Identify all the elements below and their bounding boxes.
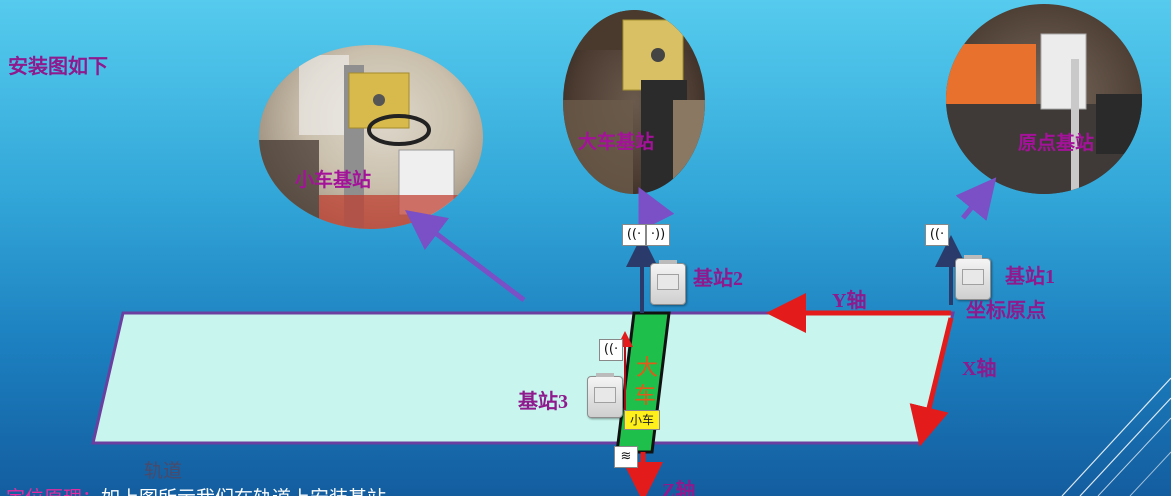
bottom-text-body: 如上图所示我们在轨道上安装基站 [101,488,386,496]
origin-station-caption: 原点基站 [1018,133,1095,154]
bridge-station-illustration [563,10,705,194]
station-1-label: 基站1 [1005,266,1055,288]
z-axis-label: Z轴 [662,480,696,496]
base-station-device-icon [955,255,991,300]
trolley-station-caption: 小车基站 [295,170,372,191]
page-title: 安装图如下 [8,56,108,78]
base-station-device-icon [650,260,686,305]
coordinate-origin-label: 坐标原点 [966,300,1046,322]
callout-arrow-origin [955,177,997,221]
bridge-station-caption: 大车基站 [578,132,655,153]
y-axis-label: Y轴 [832,290,867,312]
bridge-crane-char-1: 大 [636,355,659,380]
bottom-text: 定位原理：如上图所示我们在轨道上安装基站 [6,483,386,496]
station-3-label: 基站3 [518,391,568,413]
bottom-text-prefix: 定位原理： [6,488,101,496]
bridge-crane-char-2: 车 [634,383,657,408]
base-station-device-icon [587,373,623,418]
wifi-signal-icon: ≋ [614,446,638,468]
trolley-box: 小车 [624,410,660,430]
track-area [91,311,955,445]
callout-arrow-bridge [638,187,675,232]
track-label: 轨道 [144,461,183,482]
wifi-signal-icon: ·)) [646,224,670,246]
trolley-station-illustration [259,45,483,229]
origin-station-illustration [946,33,1142,194]
photo-bridge-station: 大车基站 [563,10,705,194]
wifi-signal-icon: ((· [622,224,646,246]
photo-origin-station: 原点基站 [946,4,1142,194]
photo-trolley-station: 小车基站 [259,45,483,229]
x-axis-label: X轴 [962,358,997,380]
wifi-signal-icon: ((· [925,224,949,246]
x-axis-arrow [909,317,954,447]
wifi-signal-icon: ((· [599,339,623,361]
callout-arrow-trolley [405,209,526,302]
station-2-label: 基站2 [693,268,743,290]
